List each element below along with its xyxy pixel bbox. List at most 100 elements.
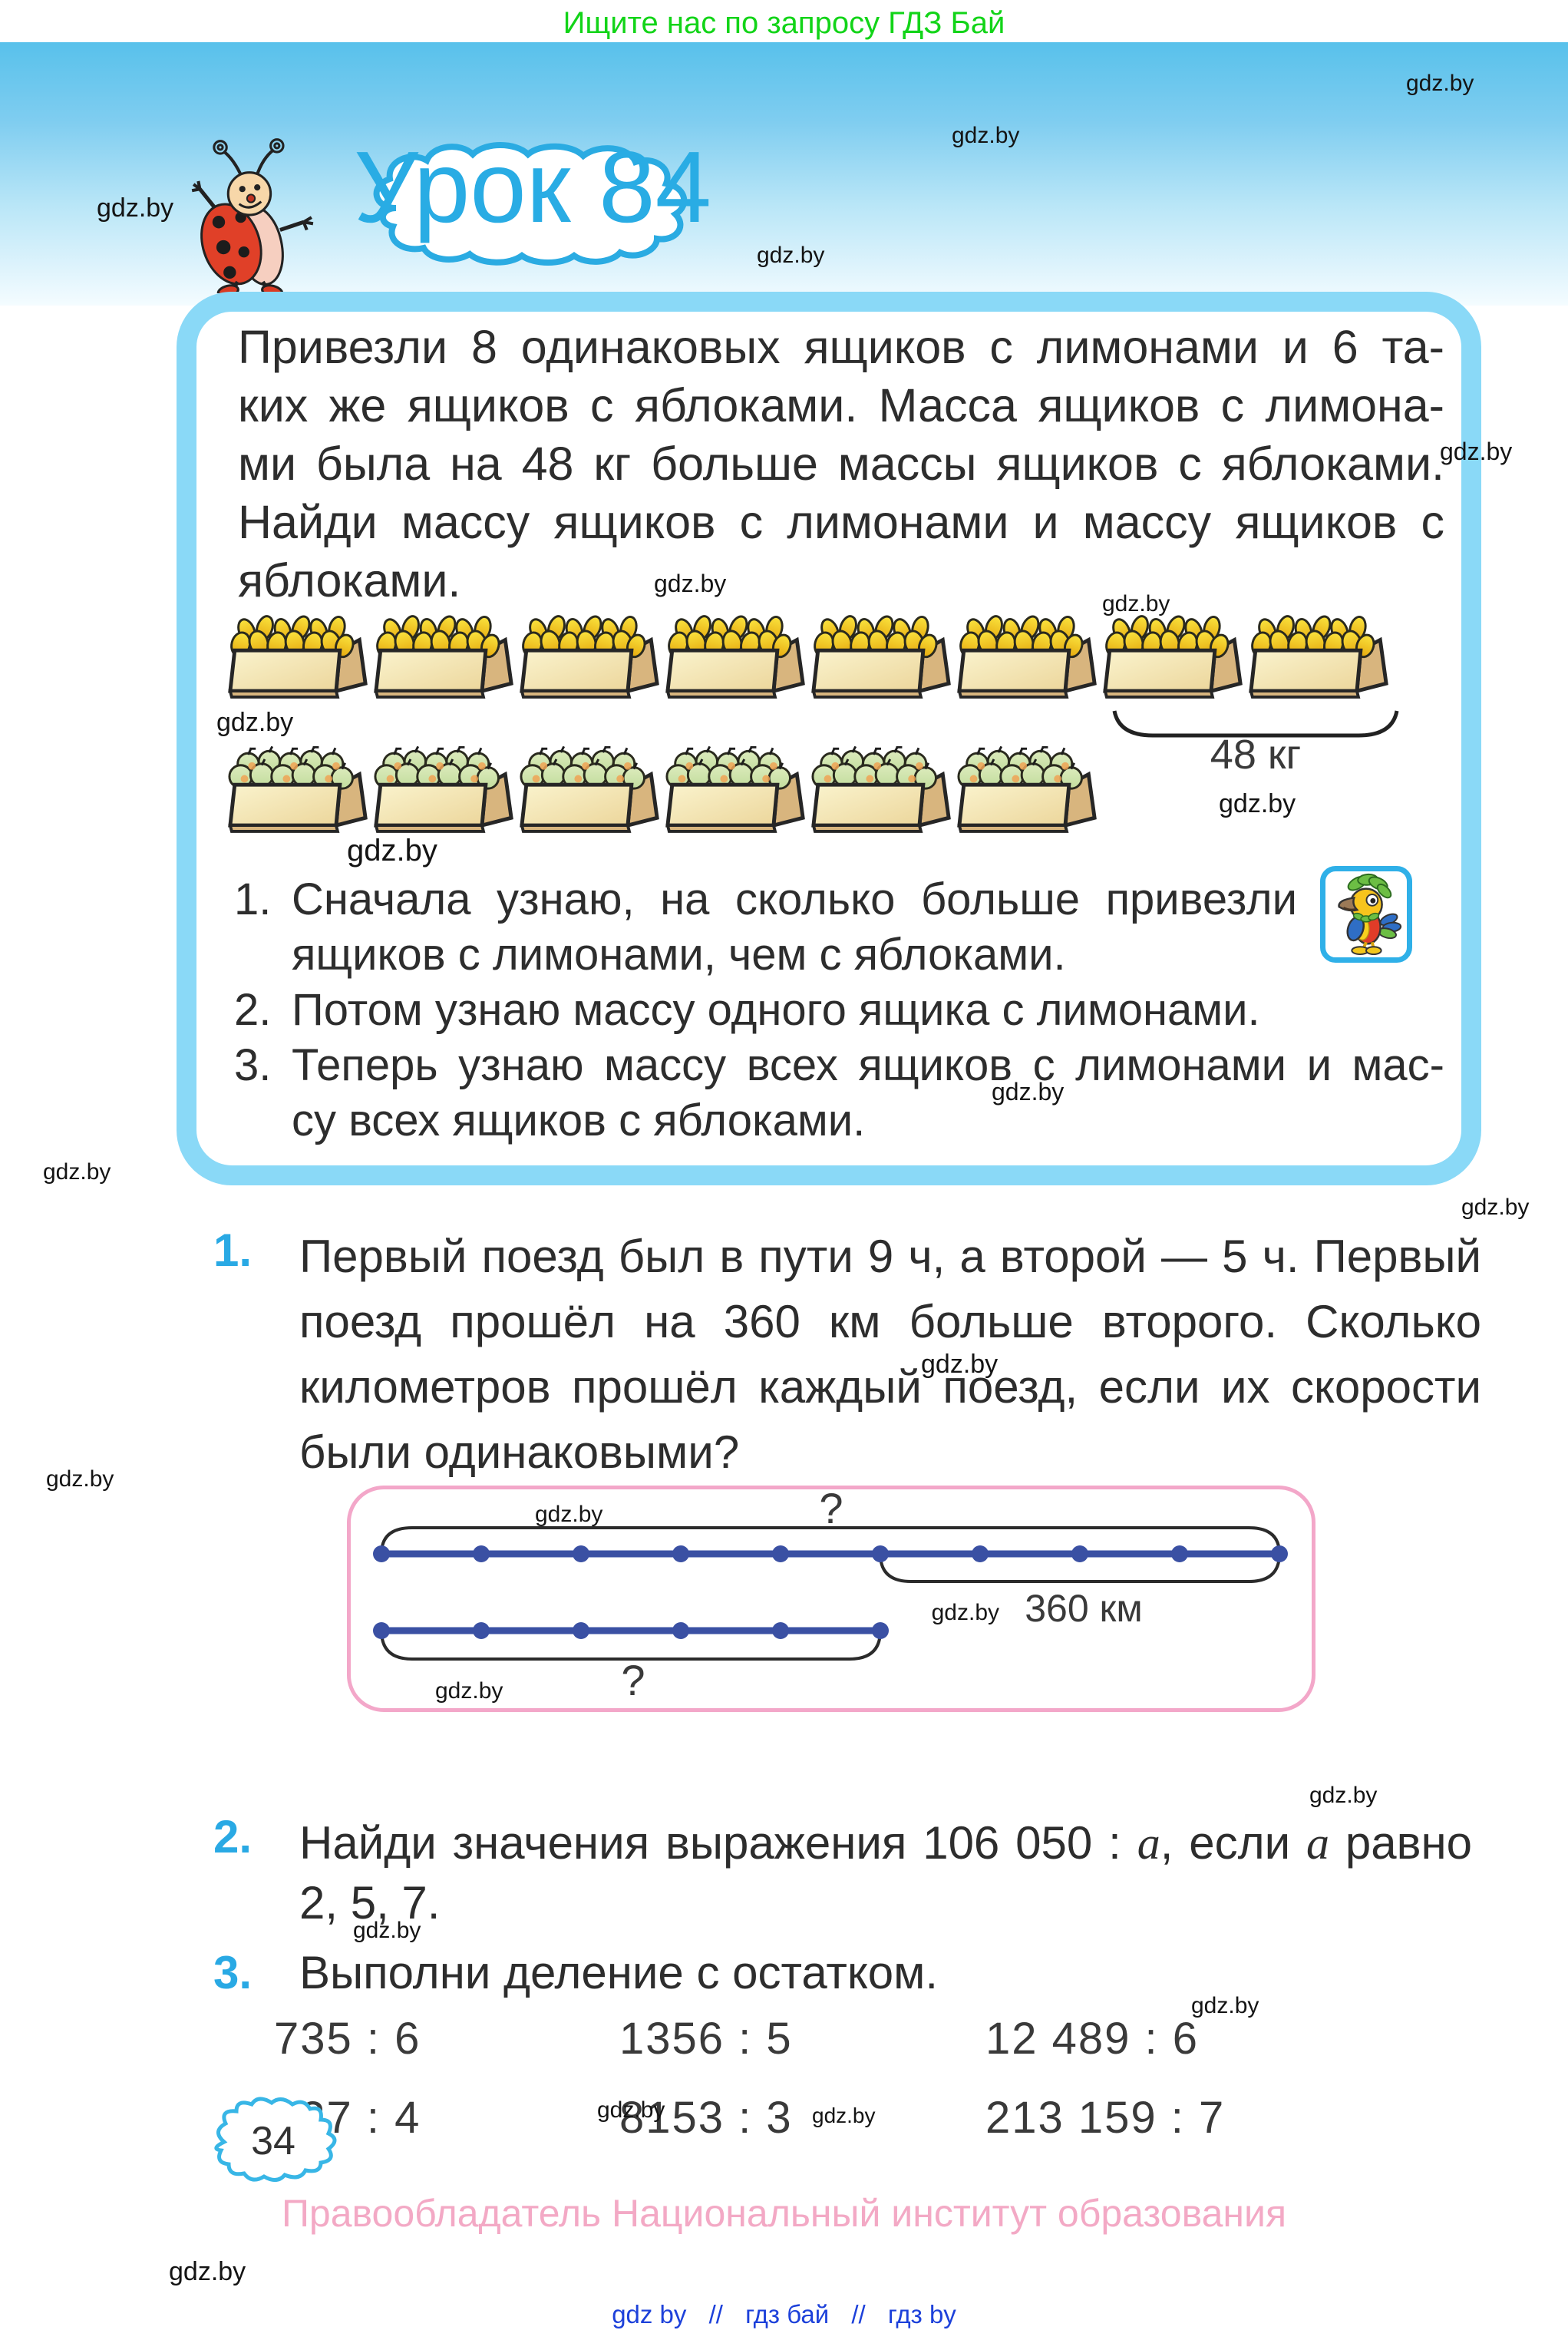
variable-a: a (1306, 1818, 1330, 1869)
gdz-watermark: gdz.by (654, 570, 727, 597)
task-1-line: километров прошёл каждый поезд, если их … (299, 1361, 1481, 1413)
statement-line: Найди массу ящиков с лимонами и массу ящ… (238, 496, 1444, 548)
step-line: Теперь узнаю массу всех ящиков с лимонам… (292, 1040, 1444, 1090)
division-expression: 1356 : 5 (619, 2014, 793, 2064)
apple-boxes-row (227, 746, 1099, 840)
apple-box (956, 746, 1099, 840)
task-1-number: 1. (213, 1225, 253, 1276)
division-expression: 8153 : 3 (619, 2093, 793, 2143)
step-number: 1. (234, 874, 272, 924)
task-1-text: Первый поезд был в пути 9 ч, а второй — … (299, 1224, 1481, 1485)
gdz-watermark: gdz.by (353, 1918, 421, 1943)
problem-box (177, 292, 1481, 1185)
weight-label: 48 кг (1210, 732, 1302, 778)
promo-banner: Ищите нас по запросу ГДЗ Бай (563, 6, 1005, 40)
step-line: Потом узнаю массу одного ящика с лимонам… (292, 985, 1260, 1035)
gdz-watermark: gdz.by (952, 123, 1020, 148)
apple-box (227, 746, 370, 840)
lemon-box (519, 612, 662, 706)
gdz-watermark: gdz.by (216, 708, 294, 737)
statement-line: Привезли 8 одинаковых ящиков с лимонами … (238, 321, 1444, 373)
weight-bracket (1112, 710, 1399, 738)
gdz-watermark: gdz.by (347, 834, 437, 868)
task-1-line: были одинаковыми? (299, 1426, 740, 1478)
step-line: су всех ящиков с яблоками. (292, 1096, 866, 1145)
gdz-watermark: gdz.by (1102, 591, 1170, 616)
train-diagram: ? ? 360 км gdz.by gdz.by gdz.by (373, 1489, 1288, 1704)
lemon-box (810, 612, 953, 706)
statement-line: ких же ящиков с яблоками. Масса ящиков с… (238, 379, 1444, 431)
task-1-line: Первый поезд был в пути 9 ч, а второй — … (299, 1231, 1481, 1282)
step-line: ящиков с лимонами, чем с яблоками. (292, 930, 1066, 980)
lemon-box (373, 612, 516, 706)
gdz-watermark: gdz.by (1309, 1783, 1378, 1808)
apple-box (810, 746, 953, 840)
task-2-text: Найди значения выражения 106 050 : (299, 1817, 1137, 1869)
page-number-cloud: 34 (214, 2097, 337, 2182)
step-line: Сначала узнаю, на сколько больше привезл… (292, 874, 1297, 924)
step-2: 2. Потом узнаю массу одного ящика с лимо… (234, 983, 1444, 1038)
train-2-question: ? (621, 1656, 645, 1704)
gdz-watermark: gdz.by (46, 1466, 114, 1492)
lemon-box (956, 612, 1099, 706)
division-expression: 12 489 : 6 (985, 2014, 1199, 2064)
step-number: 2. (234, 985, 272, 1035)
gdz-watermark: gdz.by (812, 2104, 876, 2127)
train-2-segments (373, 1622, 889, 1639)
parrot-icon (1338, 873, 1402, 956)
gdz-watermark: gdz.by (757, 243, 825, 268)
footer-links: gdz by // гдз бай // гдз by (0, 2300, 1568, 2329)
gdz-watermark: gdz.by (597, 2097, 665, 2123)
task-2-number: 2. (213, 1811, 253, 1862)
parrot-hint-box (1320, 866, 1412, 963)
solution-steps: 1. Сначала узнаю, на сколько больше прив… (234, 872, 1444, 1149)
gdz-watermark: gdz.by (921, 1350, 999, 1379)
task-2-line: Найди значения выражения 106 050 : a, ес… (299, 1810, 1472, 1876)
gdz-watermark: gdz.by (97, 193, 174, 223)
task-2-values: 2, 5, 7. (299, 1877, 441, 1929)
ladybug-illustration (191, 138, 314, 293)
gdz-watermark: gdz.by (1219, 789, 1296, 818)
lesson-title-cloud: Урок 84 (354, 140, 711, 266)
division-expression: 735 : 6 (274, 2014, 421, 2064)
train-diagram-box (347, 1486, 1315, 1712)
lemon-box (1102, 612, 1245, 706)
gdz-watermark: gdz.by (1440, 438, 1513, 465)
variable-a: a (1137, 1818, 1160, 1869)
step-3: 3. Теперь узнаю массу всех ящиков с лимо… (234, 1038, 1444, 1149)
apple-box (665, 746, 807, 840)
difference-label: 360 км (1025, 1587, 1143, 1630)
lesson-title: Урок 84 (354, 140, 711, 243)
task-3-title: Выполни деление с остатком. (299, 1947, 939, 1998)
division-expression: 213 159 : 7 (985, 2093, 1226, 2143)
apple-box (519, 746, 662, 840)
gdz-watermark: gdz.by (1461, 1195, 1530, 1220)
page-number: 34 (251, 2119, 295, 2163)
statement-line: яблоками. (238, 554, 461, 606)
task-3-number: 3. (213, 1947, 253, 1998)
footer-link-gdz-by[interactable]: gdz by (612, 2300, 687, 2328)
task-2-text: равно (1329, 1817, 1473, 1869)
gdz-watermark: gdz.by (1191, 1993, 1259, 2018)
gdz-watermark: gdz.by (535, 1502, 602, 1527)
step-1: 1. Сначала узнаю, на сколько больше прив… (234, 872, 1444, 983)
apple-box (373, 746, 516, 840)
lemon-box (665, 612, 807, 706)
gdz-watermark: gdz.by (169, 2257, 246, 2286)
train-1-segments (373, 1545, 1288, 1562)
task-2-text: , если (1160, 1817, 1307, 1869)
lemon-boxes-row (227, 612, 1391, 706)
slash-separator: // (851, 2300, 866, 2328)
statement-line: ми была на 48 кг больше массы ящиков с я… (238, 438, 1444, 490)
gdz-watermark: gdz.by (992, 1078, 1065, 1106)
problem-statement: Привезли 8 одинаковых ящиков с лимонами … (238, 318, 1444, 610)
train-1-question: ? (819, 1489, 843, 1532)
lemon-box (227, 612, 370, 706)
copyright-text: Правообладатель Национальный институт об… (281, 2192, 1287, 2235)
step-number: 3. (234, 1040, 272, 1090)
gdz-watermark: gdz.by (1406, 71, 1474, 96)
task-1-line: поезд прошёл на 360 км больше второго. С… (299, 1296, 1481, 1347)
footer-link-gdz-bai[interactable]: гдз бай (745, 2300, 830, 2328)
footer-link-gdz-by2[interactable]: гдз by (887, 2300, 956, 2328)
gdz-watermark: gdz.by (43, 1159, 111, 1185)
